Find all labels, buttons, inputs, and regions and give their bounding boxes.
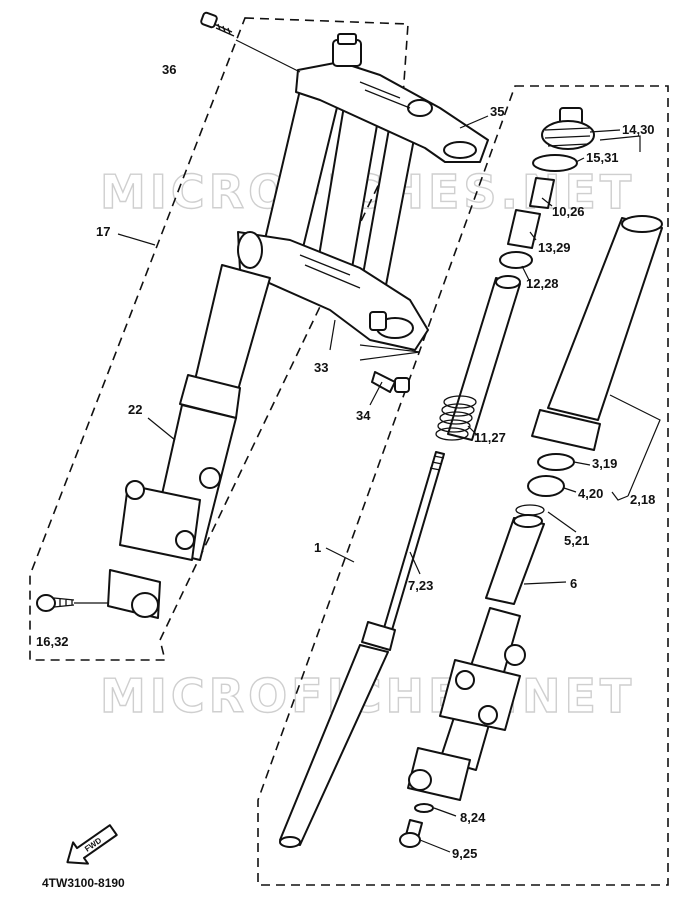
leader-8-24 — [433, 807, 457, 817]
label-2-18: 2,18 — [630, 492, 655, 507]
spring-seat — [499, 251, 533, 269]
inner-tube — [531, 215, 663, 451]
label-13-29: 13,29 — [538, 240, 571, 255]
label-22: 22 — [128, 402, 142, 417]
label-8-24: 8,24 — [460, 810, 486, 825]
leader-3-19 — [573, 461, 591, 466]
leader-22 — [147, 417, 176, 441]
leader-1 — [325, 547, 355, 563]
bolt-34 — [371, 371, 410, 393]
bolt-34-guide — [359, 344, 421, 361]
label-34: 34 — [356, 408, 371, 423]
bolt-16-32 — [36, 594, 75, 612]
leader-10-26 — [541, 197, 553, 207]
leader-35 — [459, 115, 489, 129]
collar-13-29 — [507, 209, 541, 249]
bolt-36 — [200, 11, 235, 37]
label-10-26: 10,26 — [552, 204, 585, 219]
circlip — [515, 504, 545, 516]
right-assembly-boundary — [257, 85, 669, 886]
cap-bolt — [541, 107, 595, 150]
label-33: 33 — [314, 360, 328, 375]
label-15-31: 15,31 — [586, 150, 619, 165]
leader-2-18 — [609, 394, 661, 501]
o-ring — [532, 154, 578, 172]
gasket — [414, 803, 434, 813]
left-assembly-boundary — [29, 17, 409, 661]
washer — [527, 475, 565, 497]
leader-5-21 — [547, 511, 577, 533]
leader-7-23 — [409, 551, 421, 575]
leader-17 — [117, 233, 156, 246]
label-3-19: 3,19 — [592, 456, 617, 471]
leader-14-30 — [589, 129, 641, 152]
label-12-28: 12,28 — [526, 276, 559, 291]
bolt-36-guide — [235, 39, 301, 73]
label-35: 35 — [490, 104, 504, 119]
label-11-27: 11,27 — [474, 430, 506, 445]
leader-6 — [523, 581, 567, 585]
label-36: 36 — [162, 62, 176, 77]
right-outer-tube — [407, 607, 526, 801]
leader-12-28 — [521, 265, 531, 283]
label-16-32: 16,32 — [36, 634, 69, 649]
spacer-10-26 — [529, 177, 555, 209]
label-4-20: 4,20 — [578, 486, 603, 501]
oil-seal — [537, 453, 575, 471]
leader-34 — [369, 381, 383, 406]
label-17: 17 — [96, 224, 110, 239]
under-bracket — [237, 231, 429, 351]
fwd-arrow-icon: FWD — [66, 824, 118, 865]
label-6: 6 — [570, 576, 577, 591]
label-14-30: 14,30 — [622, 122, 655, 137]
leader-15-31 — [575, 157, 585, 163]
label-1: 1 — [314, 540, 321, 555]
left-outer-tube — [107, 264, 271, 619]
leader-4-20 — [563, 487, 577, 493]
bottom-bolt — [399, 819, 423, 848]
label-9-25: 9,25 — [452, 846, 477, 861]
leader-33 — [329, 319, 336, 351]
damper-rod — [279, 451, 445, 848]
label-5-21: 5,21 — [564, 533, 589, 548]
slide-metal — [485, 517, 545, 605]
upper-bracket — [295, 33, 489, 163]
leader-11-27 — [467, 425, 479, 437]
spring — [435, 395, 477, 441]
leader-13-29 — [529, 231, 537, 241]
leader-9-25 — [419, 839, 451, 853]
drawing-number: 4TW3100-8190 — [42, 876, 125, 890]
label-7-23: 7,23 — [408, 578, 433, 593]
